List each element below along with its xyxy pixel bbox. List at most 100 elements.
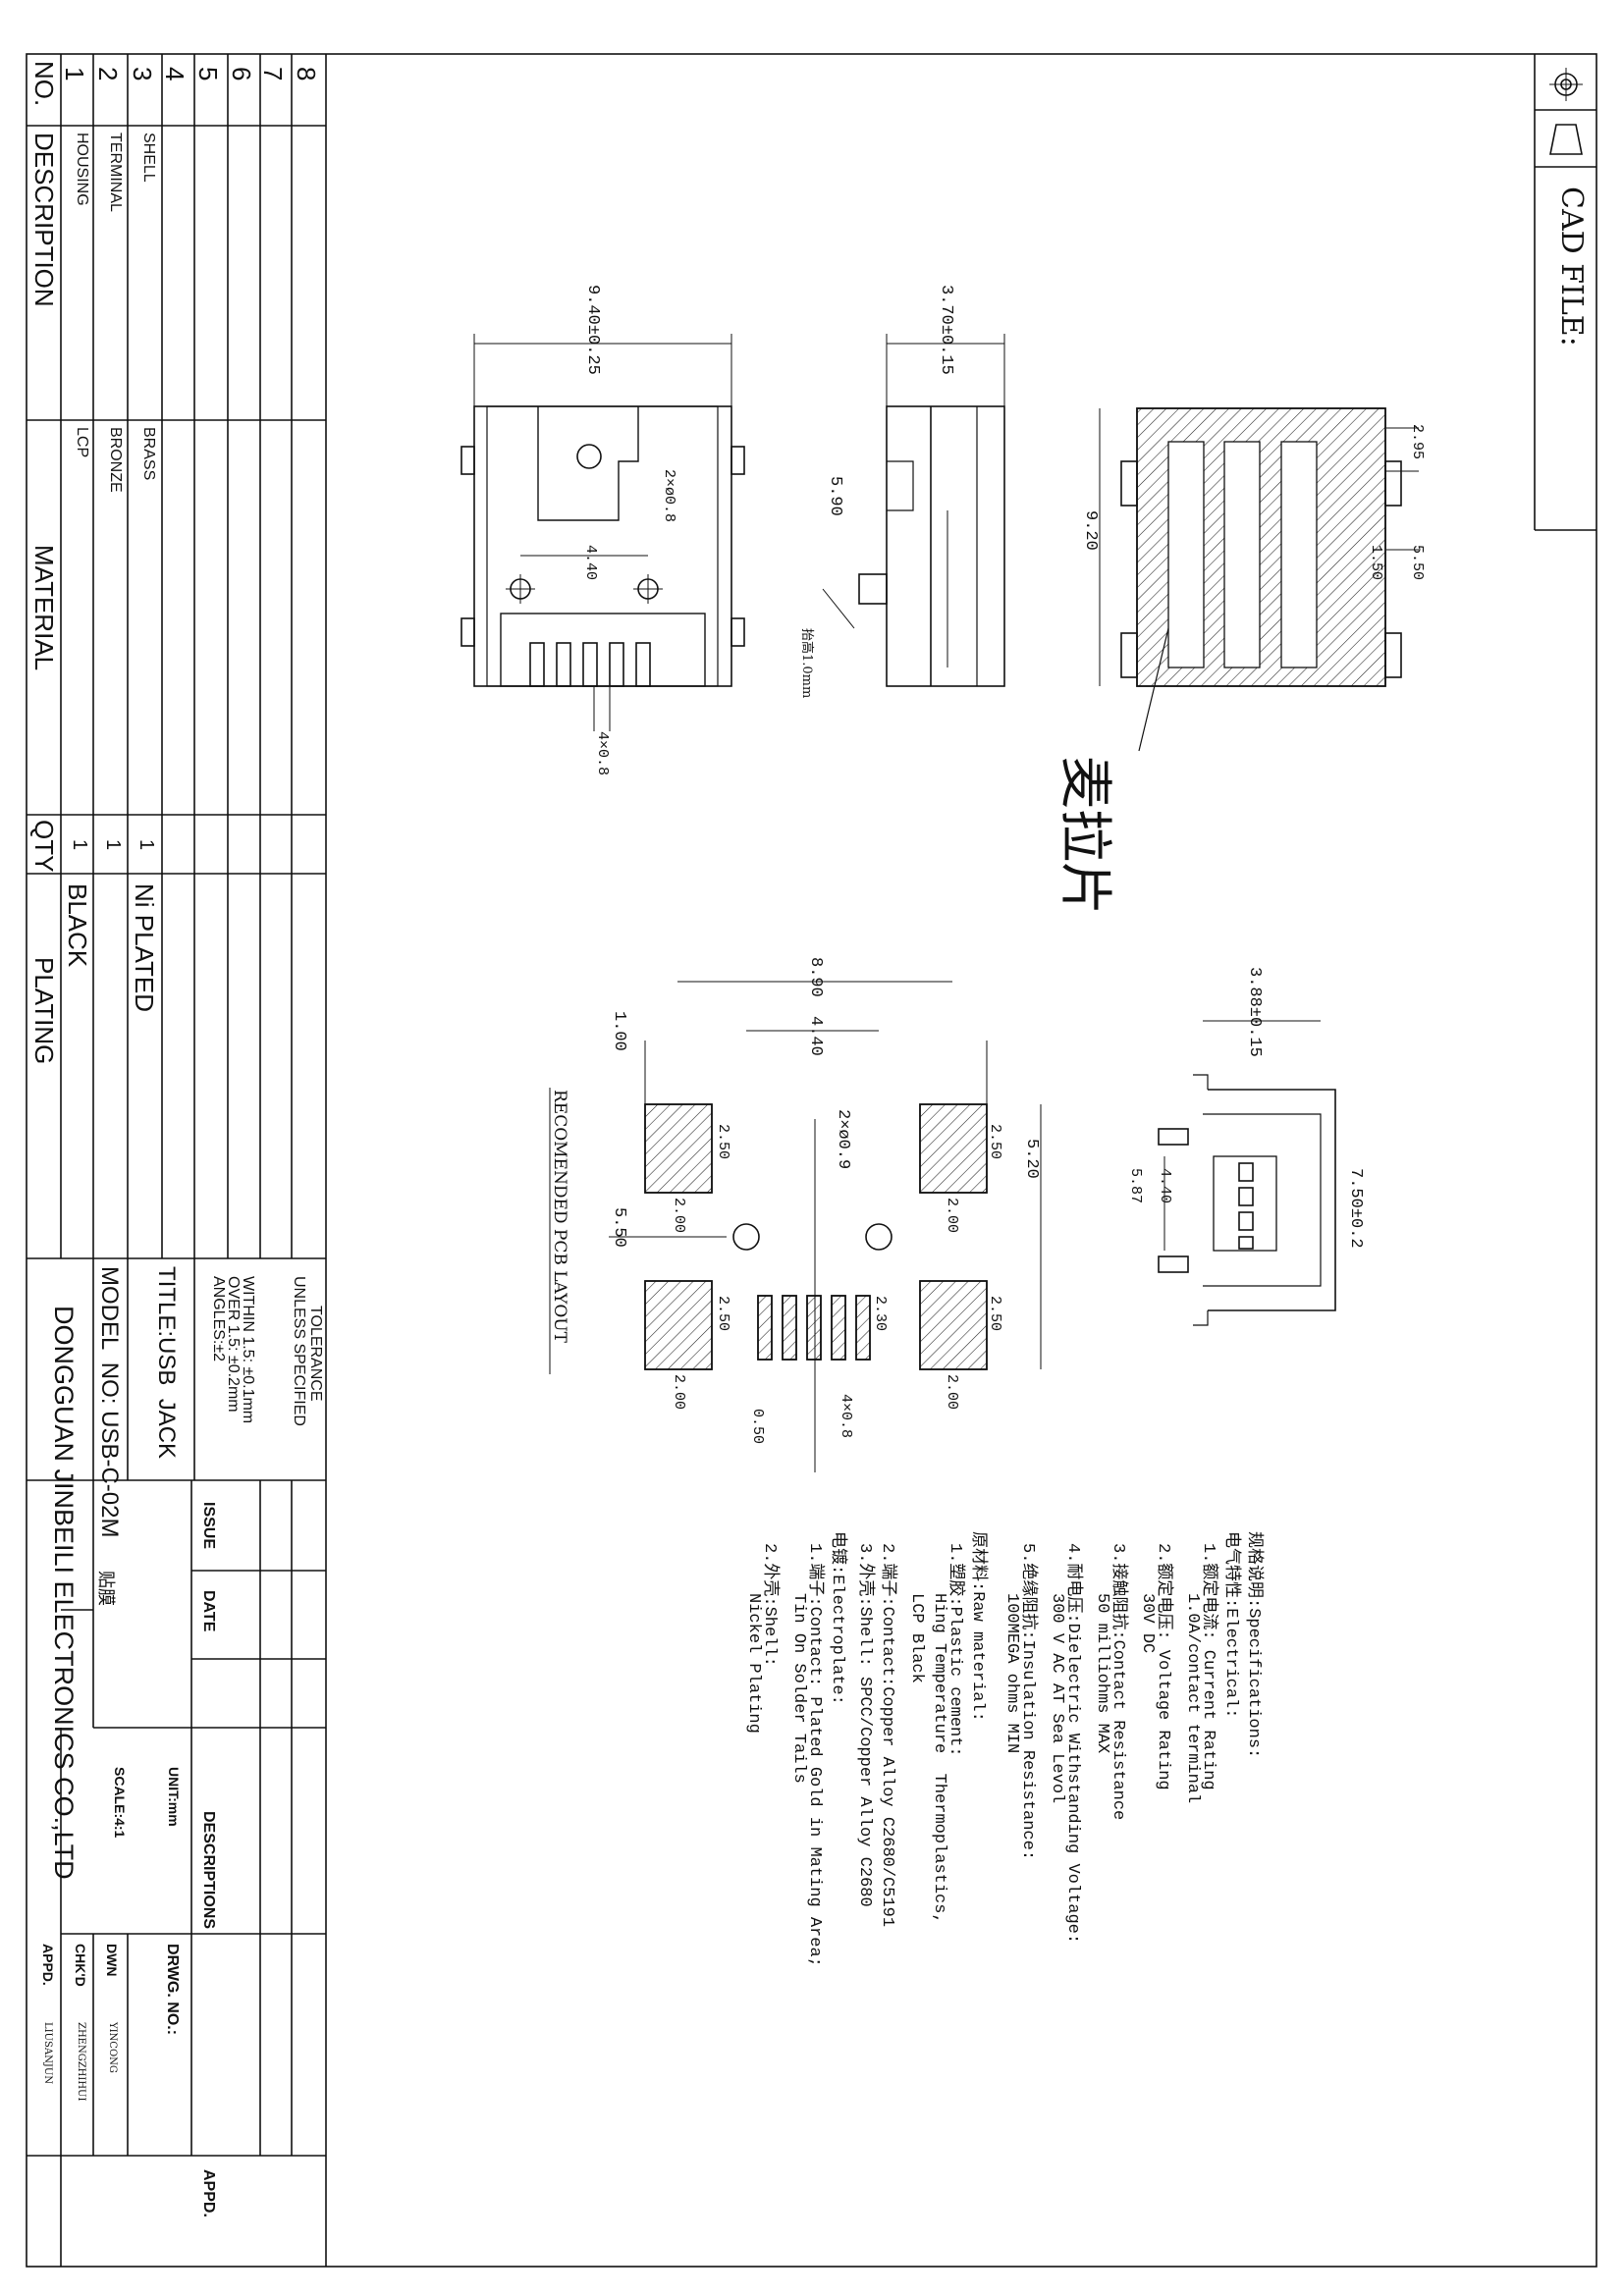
- spec-line: 1.塑胶:Plastic cement:: [946, 1543, 964, 1757]
- dim-pcb-550: 5.50: [610, 1207, 628, 1248]
- bom-row2-description: TERMINAL: [107, 133, 124, 212]
- dim-pcb-050: 0.50: [749, 1409, 766, 1445]
- bom-row1-qty: 1: [69, 839, 90, 851]
- dim-hole-pitch-440: 4.40: [582, 545, 599, 581]
- pcb-layout-title: RECOMENDED PCB LAYOUT: [550, 1090, 569, 1343]
- end-view-dimensions: [1163, 1020, 1336, 1310]
- dim-pcb-440: 4.40: [806, 1016, 825, 1056]
- bom-header-qty: QTY: [29, 820, 59, 873]
- dim-end-750: 7.50±0.2: [1346, 1168, 1365, 1249]
- spec-line: 2.端子:Contact:Copper Alloy C2680/C5191: [878, 1543, 896, 1928]
- spec-line: 30V DC: [1138, 1543, 1157, 1654]
- front-view-dimensions: [473, 334, 732, 731]
- sheet-border: [26, 53, 1597, 2268]
- scale-label: SCALE:4:1: [112, 1767, 128, 1839]
- side-view-drawing: [858, 405, 1005, 687]
- model-number: MODEL NO: USB-C-02M: [96, 1266, 123, 1538]
- bom-header-no: NO.: [29, 61, 59, 107]
- spec-line: 1.额定电流: Current Rating: [1199, 1543, 1217, 1790]
- bom-number-7: 7: [258, 67, 288, 81]
- spec-line: 4.耐电压:Dielectric Withstanding Voltage:: [1063, 1543, 1082, 1945]
- spec-line: 1.端子:Contact: Plated Gold in Mating Area…: [805, 1543, 824, 1967]
- dim-pcb-100: 1.00: [610, 1011, 628, 1051]
- approved-by-name: LIUSANJUN: [42, 2022, 53, 2085]
- bom-number-5: 5: [193, 67, 223, 81]
- spec-line: Hing Temperature Thermoplastics,: [930, 1543, 948, 1924]
- bom-header-plating: PLATING: [29, 957, 59, 1065]
- bom-row3-description: SHELL: [140, 133, 157, 183]
- spec-line: 3.接触阻抗:Contact Resistance: [1109, 1543, 1127, 1821]
- bom-row1-description: HOUSING: [74, 133, 90, 206]
- bom-number-6: 6: [227, 67, 256, 81]
- bom-row1-plating: BLACK: [63, 883, 92, 968]
- bom-header-material: MATERIAL: [29, 545, 59, 671]
- cad-file-box: [1534, 54, 1596, 531]
- pcb-layout-drawing: [644, 1103, 988, 1370]
- drawn-by-label: DWN: [104, 1944, 120, 1977]
- dim-top-length: 9.20: [1081, 510, 1100, 551]
- dim-pcb-250c: 2.50: [715, 1296, 731, 1332]
- checked-by-name: ZHENGZHIHUI: [76, 2022, 86, 2102]
- dim-pcb-200a: 2.00: [671, 1198, 687, 1234]
- side-view-dimensions: [822, 334, 1005, 629]
- dim-pcb-230: 2.30: [872, 1296, 889, 1332]
- drawing-number-label: DRWG. NO.:: [164, 1944, 181, 2036]
- spec-line: 100MEGA ohms MIN: [1002, 1543, 1021, 1754]
- tolerance-title: TOLERANCE: [307, 1306, 324, 1402]
- dim-pin-4x08: 4×0.8: [594, 731, 611, 776]
- dim-pcb-250b: 2.50: [987, 1124, 1003, 1160]
- dim-hole-2x08: 2×ø0.8: [661, 469, 677, 523]
- issue-label: ISSUE: [200, 1502, 217, 1550]
- title-block: [27, 1258, 326, 2267]
- dim-end-440: 4.40: [1157, 1168, 1173, 1204]
- spec-line: 5.绝缘阻抗:Insulation Resistance:: [1018, 1543, 1037, 1861]
- spec-line: 2.额定电压: Voltage Rating: [1154, 1543, 1172, 1790]
- pull-tab-label: 麦拉片: [1055, 756, 1116, 915]
- dim-end-587: 5.87: [1127, 1168, 1144, 1204]
- bom-row3-material: BRASS: [140, 427, 157, 481]
- dim-front-width: 9.40±0.25: [583, 285, 602, 375]
- top-view-drawing: [1120, 407, 1402, 752]
- dim-side-height: 3.70±0.15: [937, 285, 955, 375]
- bom-number-3: 3: [128, 67, 157, 81]
- dim-lift-note: 抬高1.0mm: [799, 628, 814, 699]
- truncated-cone-icon: [1549, 124, 1583, 155]
- date-label: DATE: [200, 1590, 217, 1632]
- spec-line: 原材料:Raw material:: [968, 1531, 987, 1722]
- spec-line: 50 milliohms MAX: [1093, 1543, 1111, 1754]
- dim-pcb-hole-2x09: 2×ø0.9: [834, 1109, 852, 1170]
- bom-row2-qty: 1: [102, 839, 124, 851]
- cad-file-label: CAD FILE:: [1554, 187, 1589, 347]
- checked-by-label: CHK'D: [73, 1944, 88, 1987]
- dim-pcb-200c: 2.00: [671, 1374, 687, 1411]
- dim-end-388: 3.88±0.15: [1245, 967, 1264, 1057]
- approved-by-label: APPD.: [40, 1944, 56, 1986]
- bom-row1-material: LCP: [74, 427, 90, 458]
- pcb-layout-dimensions: [609, 981, 1042, 1472]
- dim-pcb-250d: 2.50: [987, 1296, 1003, 1332]
- tolerance-subtitle: UNLESS SPECIFIED: [291, 1276, 307, 1426]
- dim-top-550: 5.50: [1409, 545, 1426, 581]
- end-view-drawing: [1158, 1074, 1336, 1326]
- front-view-drawing: [460, 405, 745, 687]
- spec-line: 电镀:Electroplate:: [828, 1531, 846, 1705]
- bom-row3-plating: Ni PLATED: [130, 883, 159, 1012]
- spec-line: 1.0A/contact terminal: [1183, 1543, 1202, 1804]
- drawing-title: TITLE:USB JACK: [153, 1266, 180, 1460]
- spec-line: 规格说明:Specifications:: [1244, 1531, 1263, 1759]
- dim-pcb-520: 5.20: [1022, 1139, 1041, 1179]
- bom-number-1: 1: [60, 67, 89, 81]
- bom-header-description: DESCRIPTION: [29, 133, 59, 307]
- dim-top-150: 1.50: [1368, 545, 1384, 581]
- bom-table: [27, 54, 327, 2267]
- dim-side-depth: 5.90: [826, 476, 844, 516]
- dim-pcb-4x08: 4×0.8: [838, 1394, 854, 1439]
- spec-line: LCP Black: [907, 1543, 926, 1683]
- bom-row3-qty: 1: [135, 839, 157, 851]
- descriptions-label: DESCRIPTIONS: [200, 1811, 217, 1930]
- dim-pcb-200d: 2.00: [944, 1374, 960, 1411]
- bom-number-8: 8: [292, 67, 321, 81]
- dim-pcb-890: 8.90: [806, 957, 825, 997]
- spec-line: 2.外壳:Shell:: [760, 1543, 779, 1667]
